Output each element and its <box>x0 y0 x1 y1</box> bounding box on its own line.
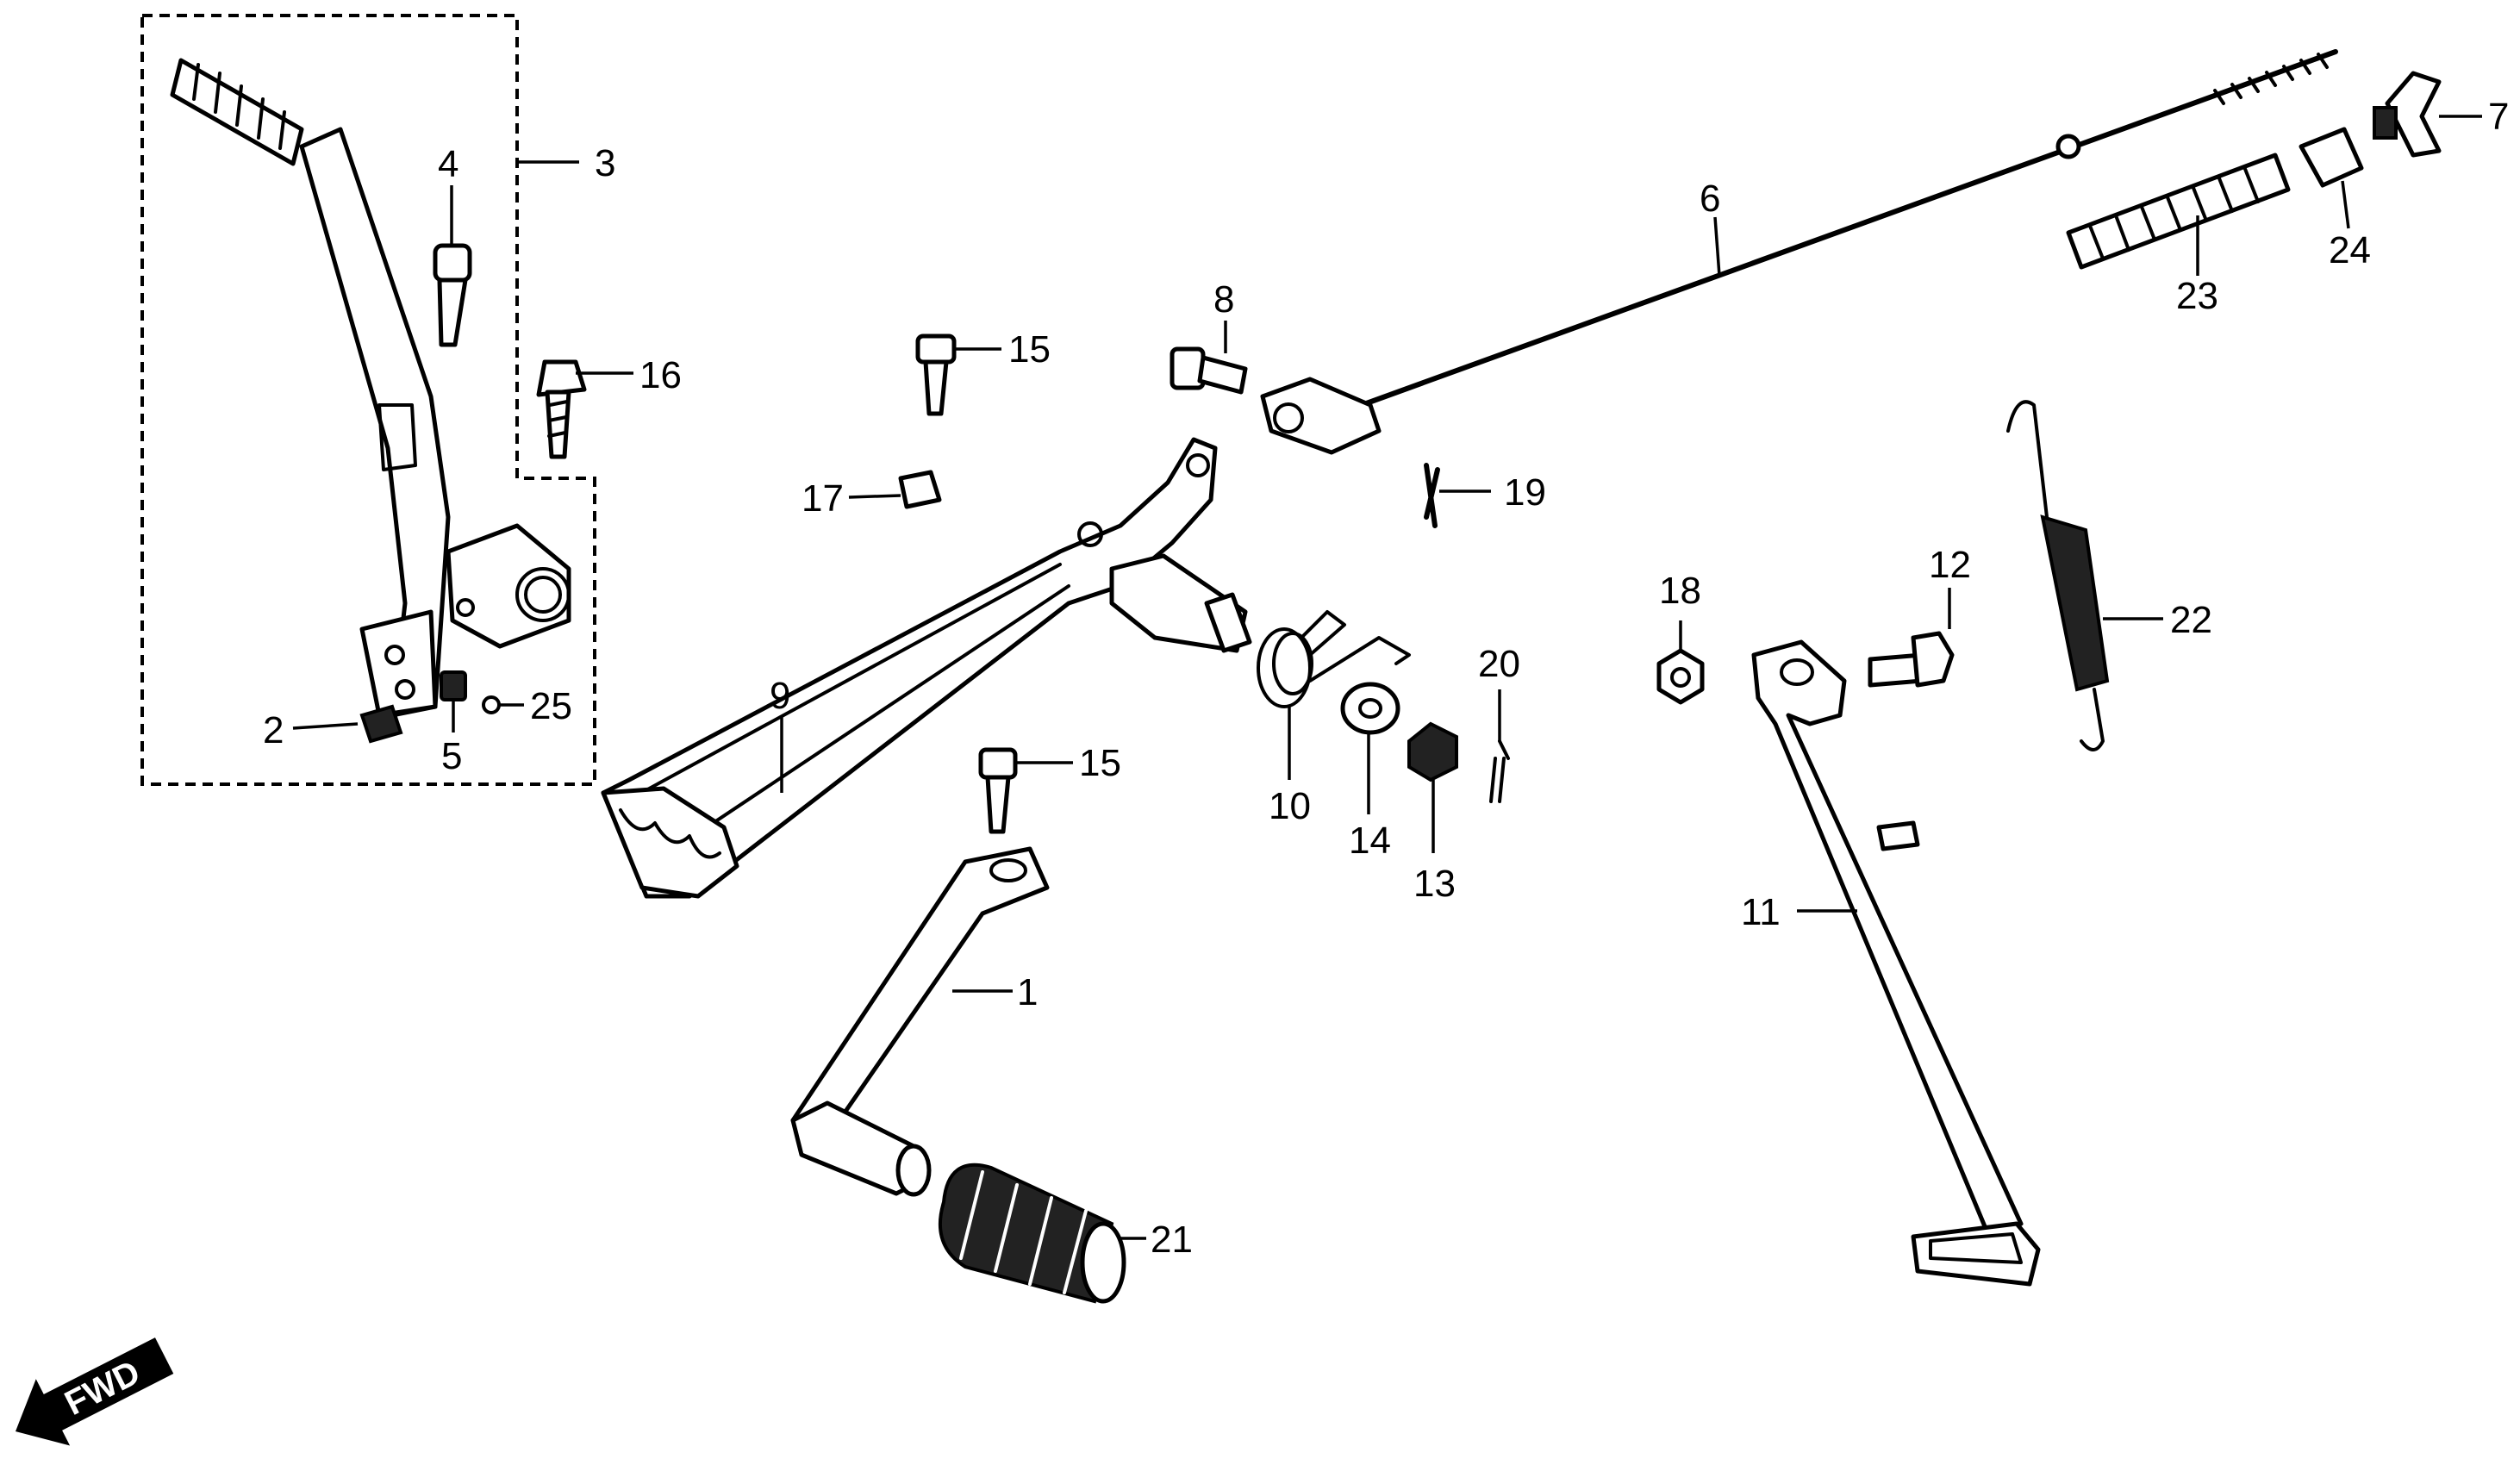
callout-7: 7 <box>2488 96 2509 138</box>
callout-21: 21 <box>1151 1219 1193 1261</box>
callout-6: 6 <box>1700 178 1720 220</box>
step-bar-part-1 <box>790 846 1050 1197</box>
callout-10: 10 <box>1269 785 1311 827</box>
washer-part-14 <box>1340 682 1400 735</box>
callout-13: 13 <box>1413 863 1456 905</box>
brake-pedal-part-9 <box>601 437 1252 899</box>
callout-3: 3 <box>595 142 615 184</box>
leader-17 <box>848 494 901 499</box>
nut-part-17 <box>898 470 942 509</box>
callout-19: 19 <box>1504 471 1546 514</box>
forward-direction-label: FWD <box>59 1353 146 1423</box>
stand-spring-part-22 <box>2006 400 2110 751</box>
callout-5: 5 <box>441 735 462 777</box>
callout-9: 9 <box>770 675 790 717</box>
nut-part-2 <box>359 704 403 744</box>
forward-direction-arrow-icon: FWD <box>15 1337 174 1446</box>
bolt-part-15-lower <box>978 747 1018 834</box>
callout-15-lower: 15 <box>1079 742 1121 784</box>
bolt-part-8 <box>1170 346 1248 395</box>
kick-starter-arm-part <box>170 58 571 718</box>
callout-20: 20 <box>1478 643 1520 685</box>
callout-22: 22 <box>2170 599 2212 641</box>
callout-14: 14 <box>1349 820 1391 862</box>
o-ring-part-25 <box>482 695 501 714</box>
callout-18: 18 <box>1659 570 1701 612</box>
bolt-part-4 <box>433 243 472 347</box>
leader-24 <box>2341 180 2350 229</box>
footpeg-rubber-part-21 <box>938 1163 1126 1304</box>
callout-4: 4 <box>438 143 458 185</box>
callout-16: 16 <box>639 354 682 396</box>
callout-8: 8 <box>1213 278 1234 321</box>
cotter-pin-part-20 <box>1489 739 1510 803</box>
side-stand-part-11 <box>1751 639 2041 1287</box>
callout-25: 25 <box>530 685 572 727</box>
callout-23: 23 <box>2176 275 2218 317</box>
callout-12: 12 <box>1929 544 1971 586</box>
callout-24: 24 <box>2329 229 2371 271</box>
spring-part-5 <box>440 670 467 701</box>
collar-part-24 <box>2299 127 2364 188</box>
leader-2 <box>292 722 359 730</box>
bolt-part-16 <box>536 359 587 459</box>
brake-rod-part-6 <box>1260 49 2338 455</box>
nut-part-13 <box>1407 721 1458 782</box>
callout-11: 11 <box>1741 891 1781 933</box>
wing-nut-part-7 <box>2373 71 2442 158</box>
spring-part-23 <box>2066 153 2291 270</box>
leader-6 <box>1713 216 1721 277</box>
callout-2: 2 <box>263 709 284 751</box>
callout-15-upper: 15 <box>1008 328 1051 371</box>
pin-part-19 <box>1424 463 1440 528</box>
nut-part-18 <box>1656 648 1705 705</box>
bolt-part-12 <box>1868 631 1955 688</box>
return-spring-part-10 <box>1257 610 1411 708</box>
callout-1: 1 <box>1017 971 1038 1013</box>
bolt-part-15-upper <box>915 334 957 416</box>
callout-17: 17 <box>802 477 844 520</box>
kit-boundary-outline <box>140 14 596 786</box>
